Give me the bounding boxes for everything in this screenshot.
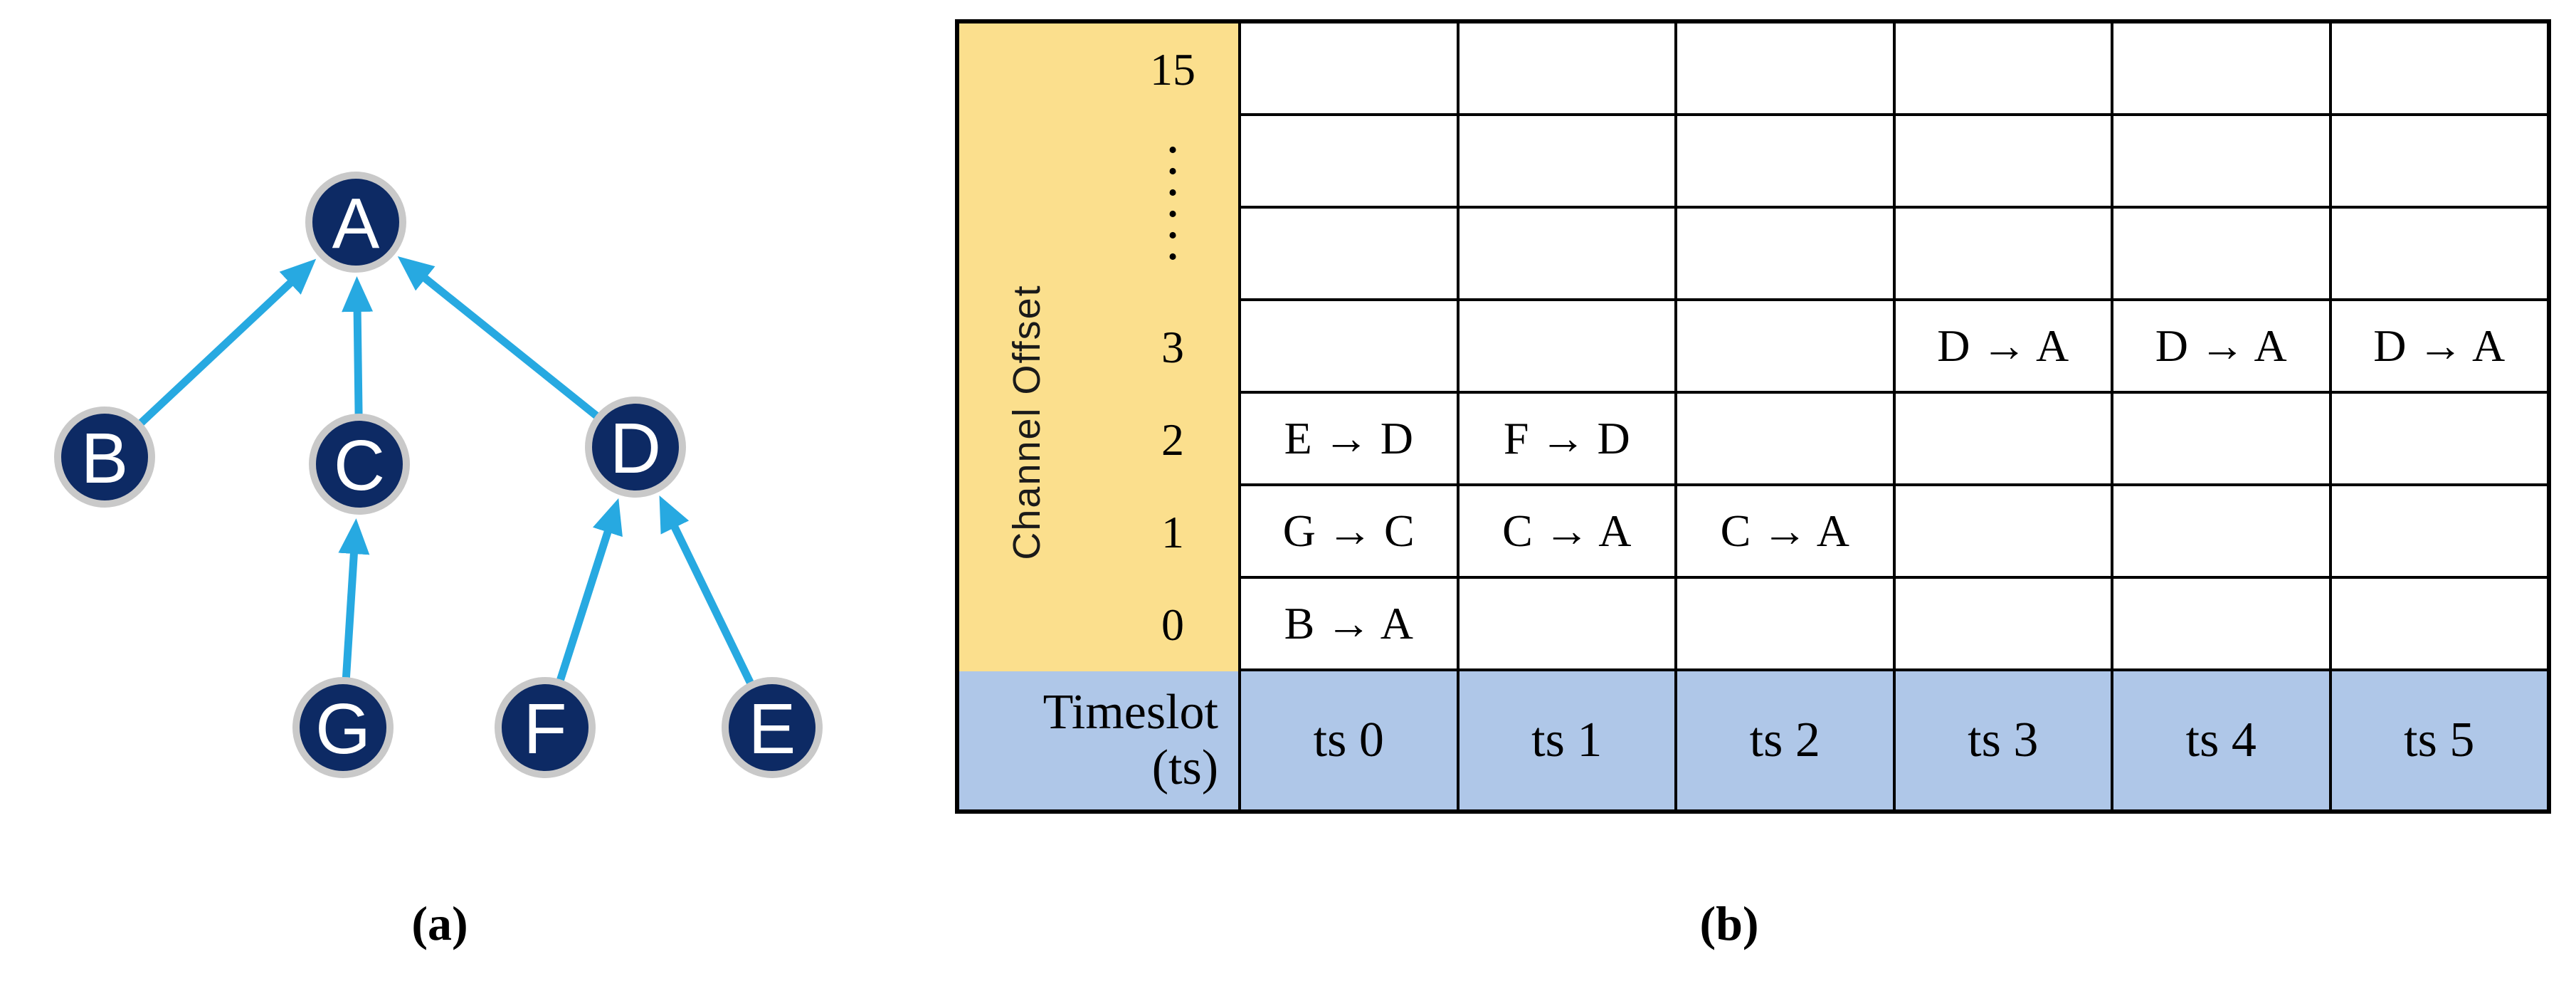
- schedule-cell-rx2-ts2: [1674, 209, 1893, 301]
- schedule-cell-r15-ts1: [1456, 23, 1674, 116]
- schedule-cell-rx2-ts4: [2111, 209, 2329, 301]
- schedule-cell-r2-ts0: E → D: [1238, 394, 1457, 486]
- node-B: B: [54, 407, 155, 508]
- schedule-cell-r2-ts1: F → D: [1456, 394, 1674, 486]
- schedule-cell-rx1-ts2: [1674, 116, 1893, 209]
- row-label-3: 3: [1161, 322, 1184, 372]
- schedule-cell-r1-ts3: [1892, 486, 2111, 579]
- node-C: C: [309, 414, 410, 515]
- col-header-ts2: ts 2: [1674, 671, 1893, 809]
- tsch-schedule-table: Channel Offset 15 • • • • • • 3 2 1 0: [955, 19, 2551, 814]
- row-label-15: 15: [1150, 44, 1195, 95]
- schedule-cell-r15-ts4: [2111, 23, 2329, 116]
- schedule-cell-r1-ts5: [2328, 486, 2547, 579]
- schedule-cell-r0-ts5: [2328, 579, 2547, 671]
- schedule-cell-r0-ts0: B → A: [1238, 579, 1457, 671]
- col-header-ts1: ts 1: [1456, 671, 1674, 809]
- node-G: G: [292, 677, 394, 778]
- y-axis-label: Channel Offset: [1005, 284, 1048, 560]
- caption-a: (a): [411, 896, 468, 950]
- schedule-cell-r2-ts2: [1674, 394, 1893, 486]
- col-header-ts4: ts 4: [2111, 671, 2329, 809]
- row-label-1: 1: [1161, 507, 1184, 557]
- node-A-label: A: [332, 184, 380, 263]
- schedule-cell-r15-ts2: [1674, 23, 1893, 116]
- schedule-cell-r1-ts1: C → A: [1456, 486, 1674, 579]
- node-G-label: G: [315, 689, 371, 769]
- schedule-cell-rx1-ts4: [2111, 116, 2329, 209]
- node-C-label: C: [334, 426, 385, 505]
- schedule-cell-r3-ts4: D → A: [2111, 301, 2329, 394]
- schedule-cell-rx2-ts5: [2328, 209, 2547, 301]
- node-B-label: B: [81, 419, 129, 498]
- schedule-cell-r15-ts0: [1238, 23, 1457, 116]
- schedule-cell-r0-ts4: [2111, 579, 2329, 671]
- col-header-ts5: ts 5: [2328, 671, 2547, 809]
- schedule-cell-rx2-ts0: [1238, 209, 1457, 301]
- node-E: E: [722, 677, 823, 778]
- timeslot-header-label: Timeslot (ts): [959, 671, 1238, 809]
- schedule-cell-rx2-ts3: [1892, 209, 2111, 301]
- schedule-cell-rx2-ts1: [1456, 209, 1674, 301]
- schedule-cell-r2-ts3: [1892, 394, 2111, 486]
- node-D: D: [585, 397, 686, 498]
- schedule-cell-r15-ts3: [1892, 23, 2111, 116]
- node-A: A: [305, 172, 406, 273]
- schedule-cell-r3-ts1: [1456, 301, 1674, 394]
- row-label-0: 0: [1161, 599, 1184, 650]
- schedule-cell-r1-ts4: [2111, 486, 2329, 579]
- row-label-2: 2: [1161, 414, 1184, 465]
- schedule-cell-r2-ts5: [2328, 394, 2547, 486]
- schedule-cell-r0-ts2: [1674, 579, 1893, 671]
- node-D-label: D: [610, 409, 661, 488]
- caption-b: (b): [1699, 896, 1759, 950]
- schedule-cell-r0-ts3: [1892, 579, 2111, 671]
- col-header-ts3: ts 3: [1892, 671, 2111, 809]
- topology-graph: A B C D G F E: [54, 172, 823, 778]
- schedule-cell-r3-ts0: [1238, 301, 1457, 394]
- node-F: F: [495, 677, 596, 778]
- schedule-cell-rx1-ts5: [2328, 116, 2547, 209]
- node-F-label: F: [523, 689, 566, 769]
- channel-offset-column: Channel Offset 15 • • • • • • 3 2 1 0: [959, 23, 1238, 671]
- schedule-cell-r2-ts4: [2111, 394, 2329, 486]
- col-header-ts0: ts 0: [1238, 671, 1457, 809]
- schedule-cell-r3-ts5: D → A: [2328, 301, 2547, 394]
- schedule-cell-r15-ts5: [2328, 23, 2547, 116]
- schedule-cell-r1-ts0: G → C: [1238, 486, 1457, 579]
- schedule-cell-rx1-ts3: [1892, 116, 2111, 209]
- schedule-cell-r0-ts1: [1456, 579, 1674, 671]
- schedule-cell-rx1-ts0: [1238, 116, 1457, 209]
- schedule-cell-r3-ts2: [1674, 301, 1893, 394]
- row-label-ellipsis: • • • • • •: [1168, 135, 1178, 272]
- node-E-label: E: [749, 689, 796, 769]
- schedule-cell-rx1-ts1: [1456, 116, 1674, 209]
- schedule-cell-r1-ts2: C → A: [1674, 486, 1893, 579]
- schedule-cell-r3-ts3: D → A: [1892, 301, 2111, 394]
